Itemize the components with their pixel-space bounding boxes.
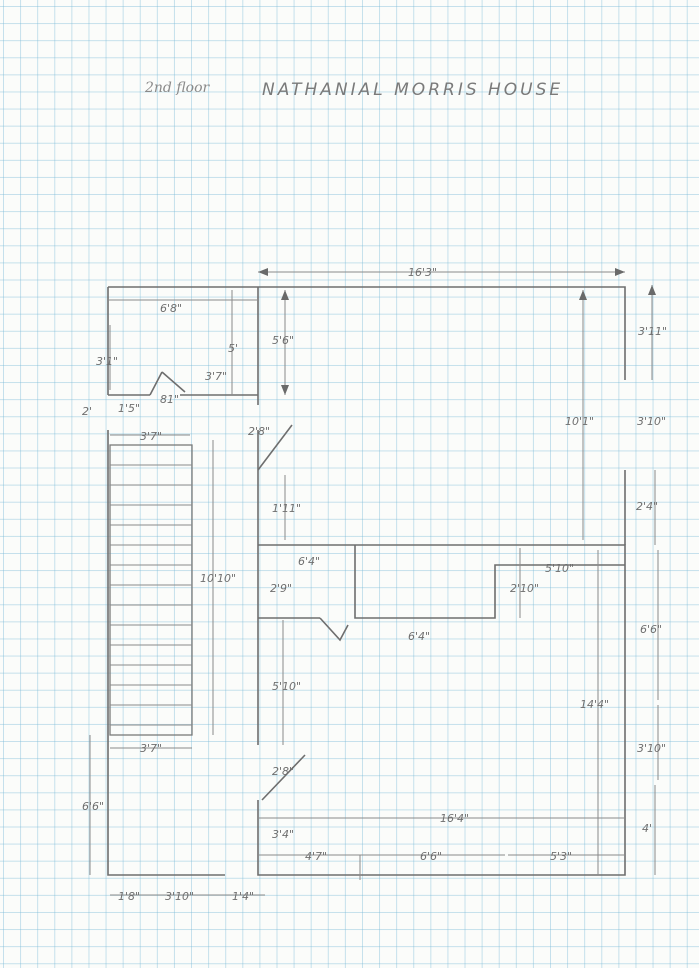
dim-door-2-8: 2'8" xyxy=(248,425,270,438)
room-a-walls xyxy=(107,287,259,405)
dim-left-6-6: 6'6" xyxy=(82,800,104,813)
dim-small-1-5: 1'5" xyxy=(118,402,140,415)
dim-mid-6-4: 6'4" xyxy=(298,555,320,568)
dim-right-4: 4' xyxy=(642,822,652,835)
staircase xyxy=(109,444,193,736)
dim-bot-6-6: 6'6" xyxy=(420,850,442,863)
dim-stair-width-bottom: 3'7" xyxy=(140,742,162,755)
dim-small-3-4: 3'4" xyxy=(272,828,294,841)
north-wall xyxy=(258,286,626,380)
dim-bot-5-3: 5'3" xyxy=(550,850,572,863)
dim-bot-1-4: 1'4" xyxy=(232,890,254,903)
dim-door-2-8-b: 2'8" xyxy=(272,765,294,778)
dim-top-width: 16'3" xyxy=(408,266,437,279)
closet-walls xyxy=(354,545,625,619)
dim-hall-5-10: 5'10" xyxy=(272,680,301,693)
dim-left-2: 2' xyxy=(82,405,92,418)
dim-bottom-16-4: 16'4" xyxy=(440,812,469,825)
dim-room-a-width: 6'8" xyxy=(160,302,182,315)
dim-stair-length: 10'10" xyxy=(200,572,236,585)
walls xyxy=(107,286,626,876)
dim-mid-5-10: 5'10" xyxy=(545,562,574,575)
dim-small-81: 81" xyxy=(160,393,179,406)
dim-door-3-7: 3'7" xyxy=(205,370,227,383)
dim-mid-6-4-b: 6'4" xyxy=(408,630,430,643)
dim-hall-1-11: 1'11" xyxy=(272,502,301,515)
door-swings xyxy=(149,371,349,801)
dim-right-3-10: 3'10" xyxy=(637,742,666,755)
dim-right-2-4: 2'4" xyxy=(636,500,658,513)
dim-bot-4-7: 4'7" xyxy=(305,850,327,863)
west-wall xyxy=(107,430,225,876)
south-block-walls xyxy=(257,544,626,876)
dim-left-3-1: 3'1" xyxy=(96,355,118,368)
dim-right-14-4: 14'4" xyxy=(580,698,609,711)
dim-stair-width-top: 3'7" xyxy=(140,430,162,443)
dim-mid-2-10: 2'10" xyxy=(510,582,539,595)
dimension-labels: 16'3" 6'8" 5' 5'6" 3'11" 3'1" 3'7" 2' 1'… xyxy=(82,266,667,903)
dim-east-long: 10'1" xyxy=(565,415,594,428)
dim-mid-2-9: 2'9" xyxy=(270,582,292,595)
dim-bot-1-8: 1'8" xyxy=(118,890,140,903)
dim-hall-depth: 5'6" xyxy=(272,334,294,347)
dimension-lines xyxy=(89,268,659,896)
floor-label: 2nd floor xyxy=(144,80,211,96)
dim-bot-3-10: 3'10" xyxy=(165,890,194,903)
dim-right-6-6: 6'6" xyxy=(640,623,662,636)
dim-right-upper: 3'11" xyxy=(638,325,667,338)
dim-room-a-depth: 5' xyxy=(228,342,238,355)
plan-title: NATHANIAL MORRIS HOUSE xyxy=(262,80,563,100)
dim-right-upper-2: 3'10" xyxy=(637,415,666,428)
